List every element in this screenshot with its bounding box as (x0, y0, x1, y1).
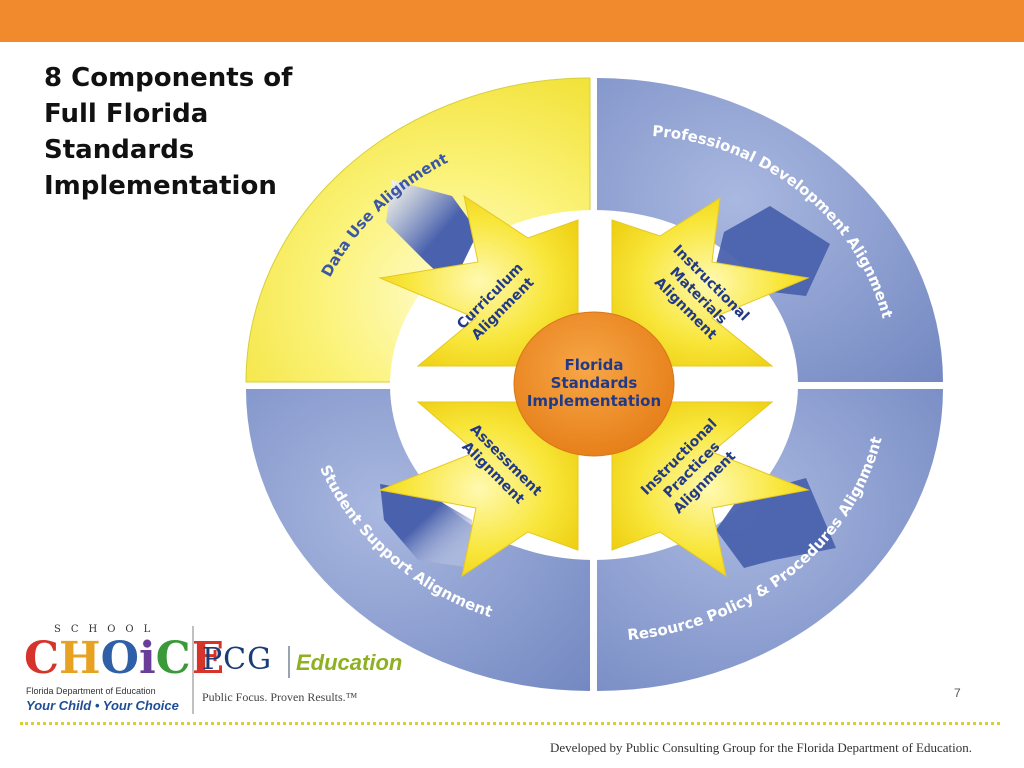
title-line-2: Full Florida (44, 99, 209, 129)
school-logo-choice-word: CHOiCE (24, 634, 224, 684)
school-logo-department: Florida Department of Education (26, 686, 156, 696)
choice-letter: O (100, 633, 139, 684)
pcg-logo-division: Education (296, 650, 403, 675)
school-logo-tagline: Your Child • Your Choice (26, 698, 179, 713)
center-label-line-3: Implementation (527, 392, 661, 410)
choice-letter: H (59, 633, 101, 684)
school-choice-logo: SCHOOL CHOiCE Florida Department of Educ… (24, 624, 224, 716)
pcg-logo-name: PCG (202, 642, 273, 677)
star-instructional-materials (611, 197, 810, 367)
star-instructional-practices (611, 401, 810, 578)
title-line-1: 8 Components of (44, 63, 293, 93)
top-accent-bar (0, 0, 1024, 42)
arrow-data-use (386, 180, 478, 286)
pcg-logo-tagline: Public Focus. Proven Results.™ (202, 690, 358, 704)
pcg-education-logo: PCG Education Public Focus. Proven Resul… (202, 642, 432, 712)
logo-divider (192, 626, 194, 714)
footer-credit: Developed by Public Consulting Group for… (549, 740, 972, 755)
choice-letter: i (138, 633, 156, 684)
center-circle (513, 311, 675, 457)
star-assessment (378, 401, 579, 578)
choice-letter: C (24, 633, 60, 684)
footer-dotted-divider (20, 722, 1000, 725)
choice-letter: C (155, 633, 191, 684)
page-number: 7 (954, 686, 961, 700)
arrow-student-support (380, 484, 472, 568)
center-label-line-2: Standards (551, 374, 638, 392)
center-label-line-1: Florida (564, 356, 623, 374)
title-line-3: Standards (44, 135, 195, 165)
star-curriculum (378, 194, 579, 367)
school-logo-top-word: SCHOOL (54, 624, 161, 635)
choice-letter: E (190, 633, 225, 684)
pcg-logo-bar (288, 646, 290, 678)
title-line-4: Implementation (44, 171, 277, 201)
slide-title: 8 Components of Full Florida Standards I… (44, 60, 304, 204)
